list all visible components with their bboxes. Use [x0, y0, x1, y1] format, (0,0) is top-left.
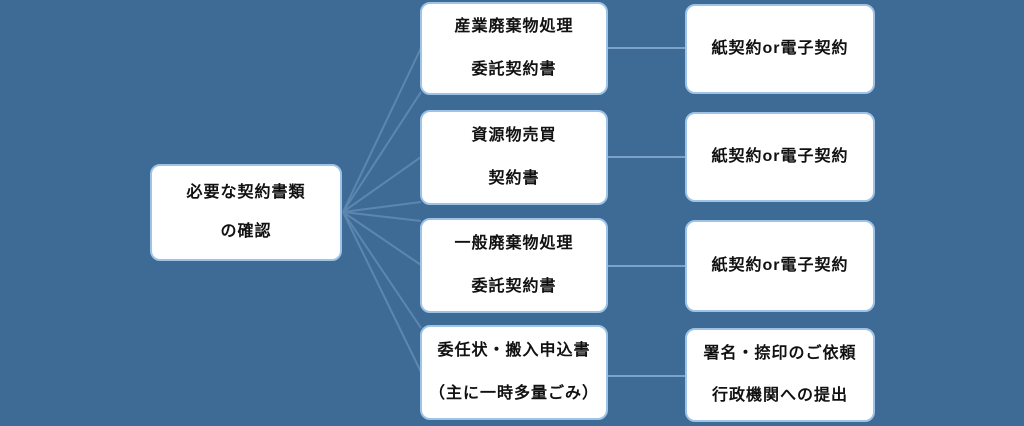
node-resource-sales-contract: 資源物売買 契約書	[420, 110, 608, 205]
fan-line	[342, 211, 422, 266]
fan-line	[342, 211, 422, 373]
node-label-line: 資源物売買	[471, 127, 557, 145]
node-label-line: の確認	[220, 222, 272, 240]
node-label-line: 紙契約or電子契約	[711, 256, 849, 274]
fan-line	[342, 211, 422, 329]
node-label-line: 委託契約書	[471, 60, 557, 78]
node-paper-or-electronic-contract-2: 紙契約or電子契約	[685, 112, 875, 202]
node-label-line: 一般廃棄物処理	[454, 235, 574, 253]
fan-line	[342, 211, 422, 222]
node-paper-or-electronic-contract-1: 紙契約or電子契約	[685, 4, 875, 94]
fan-line	[342, 91, 422, 213]
node-label-line: 委任状・搬入申込書	[437, 342, 591, 360]
node-industrial-waste-contract: 産業廃棄物処理 委託契約書	[420, 2, 608, 95]
node-signature-seal-request: 署名・捺印のご依頼 行政機関への提出	[685, 328, 875, 422]
node-label-line: 署名・捺印のご依頼	[703, 344, 857, 362]
fan-line	[342, 47, 422, 213]
fan-line	[342, 156, 422, 213]
node-label-line: （主に一時多量ごみ）	[428, 384, 599, 402]
node-general-waste-contract: 一般廃棄物処理 委託契約書	[420, 218, 608, 313]
node-proxy-application-form: 委任状・搬入申込書 （主に一時多量ごみ）	[420, 325, 608, 420]
node-label-line: 行政機関への提出	[711, 387, 848, 404]
node-paper-or-electronic-contract-3: 紙契約or電子契約	[685, 220, 875, 312]
fan-line	[342, 201, 422, 213]
node-label-line: 紙契約or電子契約	[711, 147, 849, 165]
node-label-line: 契約書	[488, 169, 540, 187]
node-label-line: 委託契約書	[471, 277, 557, 295]
node-label-line: 産業廃棄物処理	[454, 18, 574, 36]
node-label-line: 紙契約or電子契約	[711, 39, 849, 57]
node-label-line: 必要な契約書類	[186, 184, 306, 202]
node-root-required-contract-documents: 必要な契約書類 の確認	[150, 164, 342, 261]
